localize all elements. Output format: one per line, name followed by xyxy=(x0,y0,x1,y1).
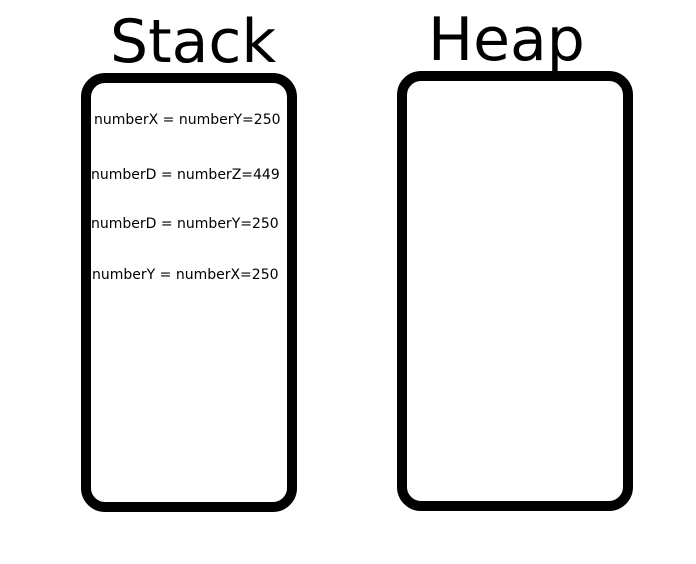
stack-entry: numberD = numberY=250 xyxy=(91,216,279,232)
heap-box xyxy=(397,71,633,511)
stack-title: Stack xyxy=(110,7,277,77)
stack-entry: numberX = numberY=250 xyxy=(94,112,281,128)
heap-title: Heap xyxy=(428,5,585,75)
stack-entry: numberD = numberZ=449 xyxy=(91,167,280,183)
stack-entry: numberY = numberX=250 xyxy=(92,267,279,283)
stack-box xyxy=(81,73,297,512)
